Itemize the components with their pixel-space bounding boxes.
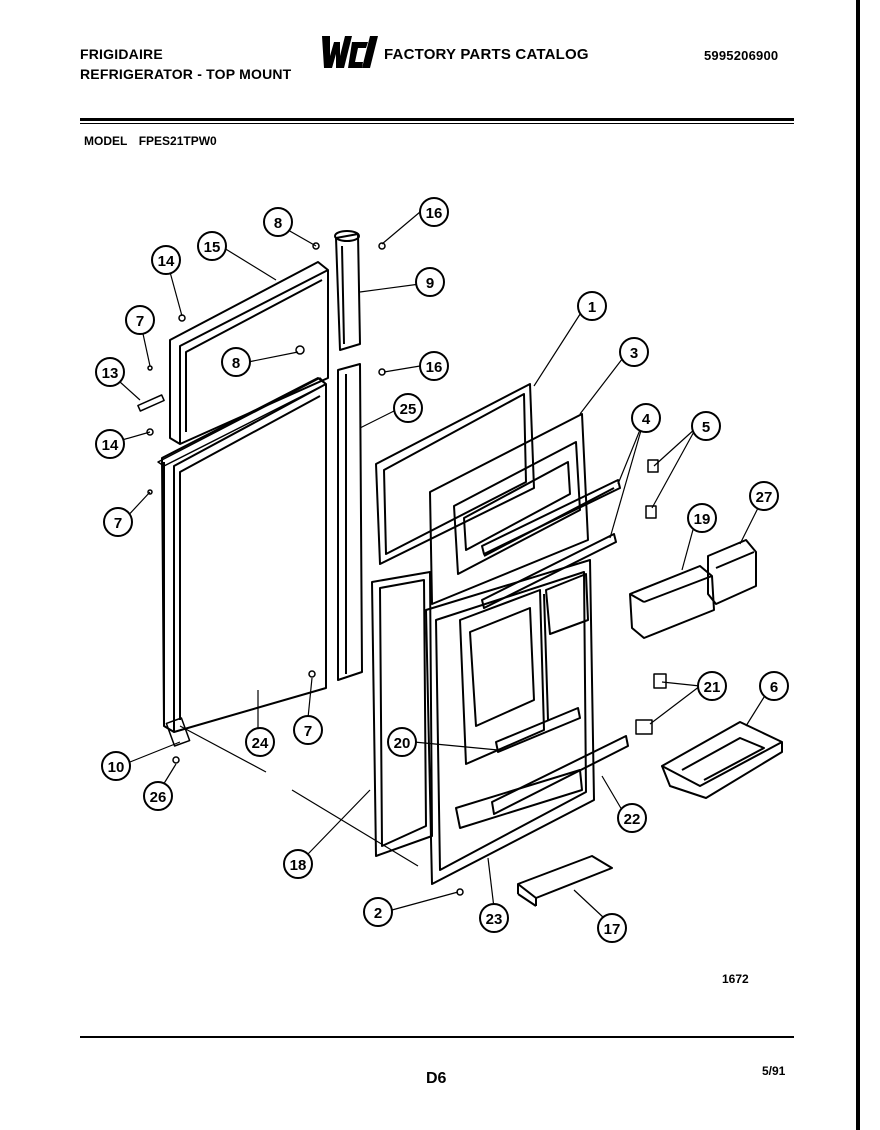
svg-text:20: 20	[394, 735, 411, 752]
model-row: MODEL FPES21TPW0	[84, 134, 217, 148]
catalog-part-number: 5995206900	[704, 48, 779, 63]
callout-7c: 7	[293, 715, 323, 745]
callout-22: 22	[617, 803, 647, 833]
callout-4: 4	[631, 403, 661, 433]
door-rack	[491, 707, 629, 815]
fresh-food-gasket	[371, 571, 433, 857]
callout-14b: 14	[95, 429, 125, 459]
header-rule-thin	[80, 123, 794, 124]
model-label: MODEL	[84, 134, 128, 148]
freezer-handle	[334, 230, 361, 351]
svg-text:10: 10	[108, 759, 125, 776]
egg-tray	[517, 855, 613, 907]
footer-rule	[80, 1036, 794, 1038]
callout-20: 20	[387, 727, 417, 757]
svg-text:16: 16	[426, 205, 443, 222]
callout-16b: 16	[419, 351, 449, 381]
callout-21: 21	[697, 671, 727, 701]
dairy-door	[629, 565, 715, 639]
callout-14a: 14	[151, 245, 181, 275]
page-border-right	[856, 0, 860, 1130]
svg-text:14: 14	[158, 253, 175, 270]
callout-8: 8	[263, 207, 293, 237]
callout-15: 15	[197, 231, 227, 261]
fresh-food-door-panel	[161, 377, 327, 733]
fresh-food-handle	[337, 363, 363, 681]
svg-text:14: 14	[102, 437, 119, 454]
svg-text:2: 2	[374, 905, 382, 922]
svg-text:21: 21	[704, 679, 721, 696]
leader-lines	[119, 211, 767, 919]
svg-text:18: 18	[290, 857, 307, 874]
callout-18: 18	[283, 849, 313, 879]
page-code: D6	[426, 1070, 447, 1087]
svg-text:9: 9	[426, 275, 434, 292]
callout-2: 2	[363, 897, 393, 927]
svg-text:16: 16	[426, 359, 443, 376]
callout-6: 6	[759, 671, 789, 701]
svg-text:3: 3	[630, 345, 638, 362]
svg-text:27: 27	[756, 489, 773, 506]
freezer-gasket	[375, 383, 535, 565]
callout-9: 9	[415, 267, 445, 297]
catalog-date: 5/91	[762, 1064, 786, 1078]
catalog-title: FACTORY PARTS CATALOG	[384, 46, 589, 63]
callout-23: 23	[479, 903, 509, 933]
figure-id: 1672	[722, 972, 749, 986]
svg-text:17: 17	[604, 921, 621, 938]
callout-16a: 16	[419, 197, 449, 227]
svg-text:22: 22	[624, 811, 641, 828]
svg-text:13: 13	[102, 365, 119, 382]
callout-1: 1	[577, 291, 607, 321]
callout-26: 26	[143, 781, 173, 811]
callout-7a: 7	[125, 305, 155, 335]
svg-text:15: 15	[204, 239, 221, 256]
svg-text:1: 1	[588, 299, 596, 316]
svg-text:7: 7	[114, 515, 122, 532]
svg-text:8: 8	[232, 355, 240, 372]
svg-text:7: 7	[136, 313, 144, 330]
fresh-food-door-liner	[425, 559, 595, 885]
callout-24: 24	[245, 727, 275, 757]
product-type: REFRIGERATOR - TOP MOUNT	[80, 66, 292, 82]
svg-text:24: 24	[252, 735, 269, 752]
callout-19: 19	[687, 503, 717, 533]
svg-text:7: 7	[304, 723, 312, 740]
svg-text:8: 8	[274, 215, 282, 232]
dairy-door-end	[707, 539, 757, 605]
svg-text:26: 26	[150, 789, 167, 806]
callout-27: 27	[749, 481, 779, 511]
svg-text:4: 4	[642, 411, 651, 428]
callout-25: 25	[393, 393, 423, 423]
brand-name: FRIGIDAIRE	[80, 46, 163, 62]
callout-8b: 8	[221, 347, 251, 377]
callout-5: 5	[691, 411, 721, 441]
freezer-door-panel	[169, 261, 329, 445]
callout-17: 17	[597, 913, 627, 943]
model-number: FPES21TPW0	[138, 134, 217, 148]
hardware	[137, 242, 667, 896]
wci-logo	[322, 36, 378, 68]
svg-text:25: 25	[400, 401, 417, 418]
callout-13: 13	[95, 357, 125, 387]
svg-text:19: 19	[694, 511, 711, 528]
callout-7b: 7	[103, 507, 133, 537]
storage-bin	[661, 721, 783, 799]
svg-text:6: 6	[770, 679, 778, 696]
callout-10: 10	[101, 751, 131, 781]
svg-text:5: 5	[702, 419, 710, 436]
header-rule-thick	[80, 118, 794, 121]
callout-bubbles: 8 16 15 14 9 7 1 3 8 16 13 25 4 5 14 27 …	[95, 197, 789, 943]
callout-3: 3	[619, 337, 649, 367]
svg-text:23: 23	[486, 911, 503, 928]
